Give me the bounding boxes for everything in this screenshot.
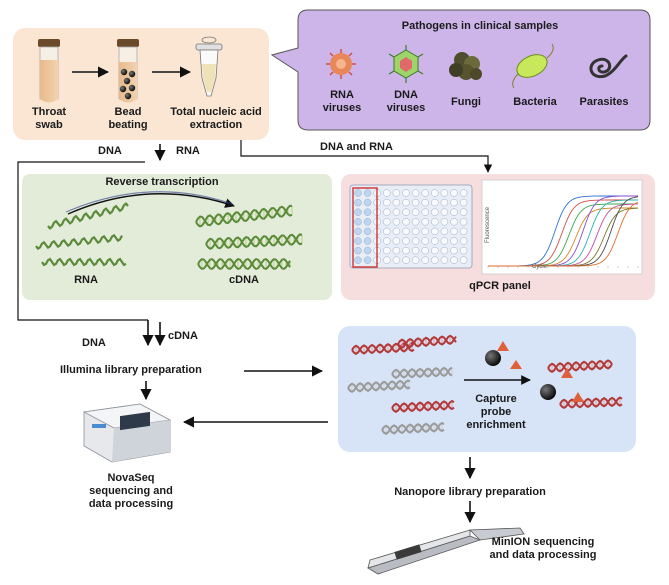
dna-mid-label: DNA xyxy=(82,337,106,349)
qpcr-x-axis-label: Cycle xyxy=(532,264,548,270)
bacteria-label: Bacteria xyxy=(513,96,557,108)
rna-strands xyxy=(35,202,129,267)
cdna-strands xyxy=(195,204,303,271)
dna-line-to-library xyxy=(17,161,148,321)
throat-swab-tube-icon xyxy=(38,39,60,103)
capture-helices xyxy=(347,334,623,435)
bead-beating-tube-icon xyxy=(117,39,139,103)
parasites-label: Parasites xyxy=(579,96,629,108)
throat-swab-label: Throat swab xyxy=(31,106,67,131)
extraction-tube-icon xyxy=(195,36,223,97)
fungi-icon xyxy=(449,52,482,80)
dna-and-rna-label: DNA and RNA xyxy=(320,141,393,153)
minion-label: MinION sequencing and data processing xyxy=(489,536,597,561)
capture-probe-box xyxy=(338,326,636,452)
capture-bead-left-icon xyxy=(485,341,522,369)
rna-top-label: RNA xyxy=(176,145,200,157)
capture-probe-label: Capture probe enrichment xyxy=(466,393,526,431)
reverse-transcription-label: Reverse transcription xyxy=(105,176,219,188)
nanopore-prep-label: Nanopore library preparation xyxy=(394,486,546,498)
qpcr-y-axis-label: Fluorescence xyxy=(485,206,492,244)
rna-label: RNA xyxy=(74,274,98,286)
rna-virus-icon xyxy=(326,49,356,79)
dna-top-label: DNA xyxy=(98,145,122,157)
minion-device-icon xyxy=(367,527,525,575)
pathogens-title: Pathogens in clinical samples xyxy=(401,20,559,32)
rna-viruses-label: RNA viruses xyxy=(322,89,362,114)
fungi-label: Fungi xyxy=(451,96,481,108)
qpcr-plate-icon xyxy=(349,184,473,269)
qpcr-panel-label: qPCR panel xyxy=(469,280,531,292)
illumina-prep-label: Illumina library preparation xyxy=(60,364,202,376)
qpcr-amplification-plot xyxy=(481,179,643,275)
parasite-icon xyxy=(589,54,628,79)
capture-bead-right-icon xyxy=(540,368,584,402)
novaseq-instrument-icon xyxy=(82,403,172,463)
rt-arrow xyxy=(67,193,235,215)
dna-virus-icon xyxy=(388,45,424,83)
cdna-mid-label: cDNA xyxy=(168,330,198,342)
dna-viruses-label: DNA viruses xyxy=(386,89,426,114)
novaseq-label: NovaSeq sequencing and data processing xyxy=(88,472,174,510)
dna-rna-line-to-qpcr xyxy=(240,140,493,173)
bead-beating-label: Bead beating xyxy=(108,106,148,131)
bacteria-icon xyxy=(512,43,554,89)
cdna-label: cDNA xyxy=(229,274,259,286)
extraction-label: Total nucleic acid extraction xyxy=(170,106,262,131)
